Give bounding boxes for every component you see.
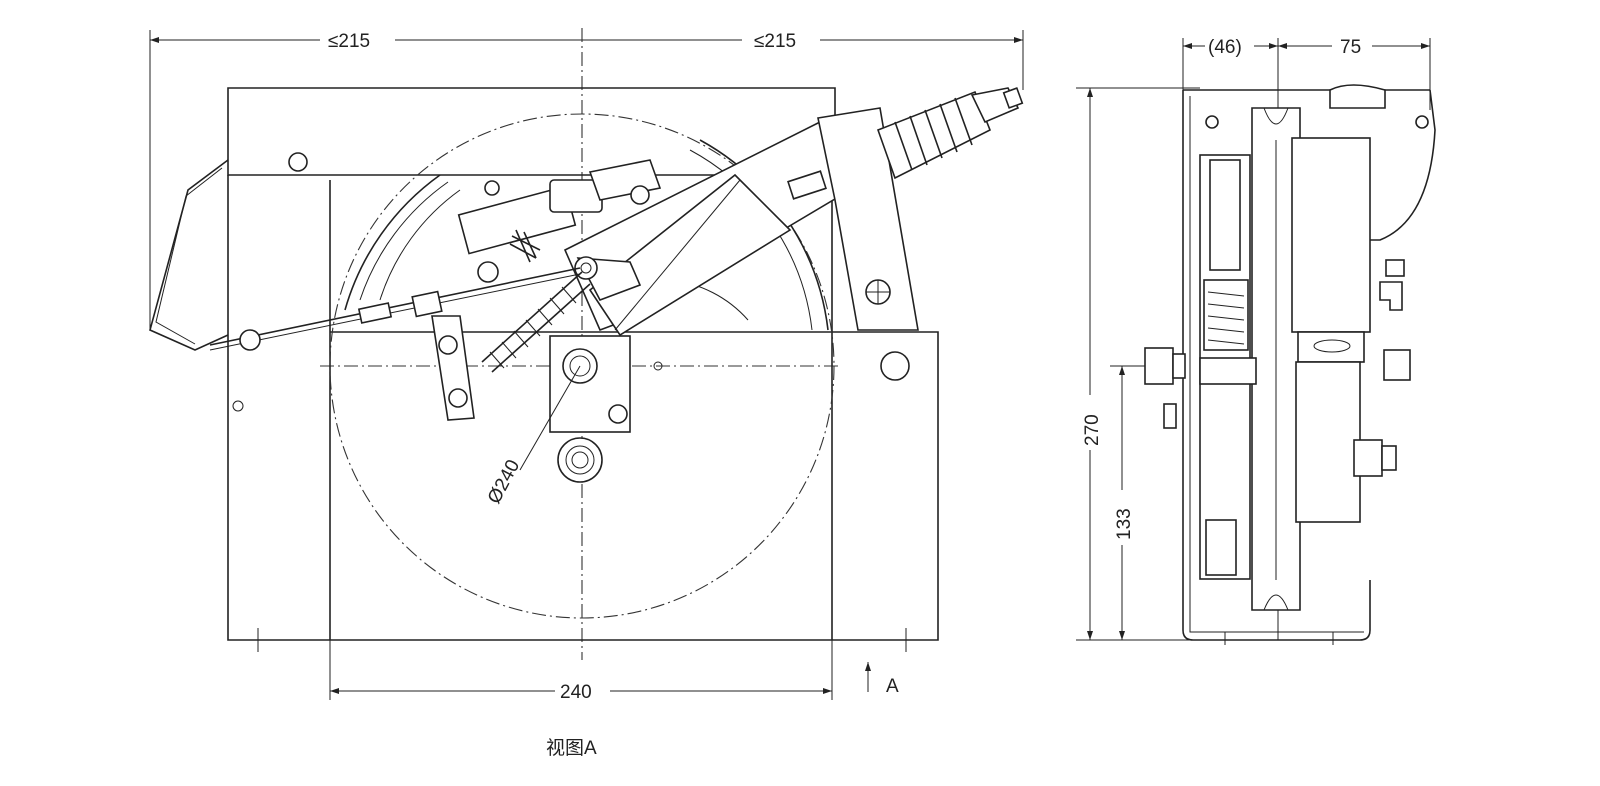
dim-left-215: ≤215 <box>328 31 370 52</box>
front-view: Ø240 <box>149 28 1024 700</box>
spring-top-right <box>876 87 1024 180</box>
side-spring <box>1203 279 1249 351</box>
dim-side-133: 133 <box>1114 508 1135 540</box>
dim-side-75: 75 <box>1340 37 1361 58</box>
dim-right-215: ≤215 <box>754 31 796 52</box>
left-cover <box>149 159 229 351</box>
bolt-upper-left <box>288 152 308 172</box>
spring-cap <box>1329 84 1386 109</box>
wire-rope <box>209 267 581 346</box>
view-caption: 视图A <box>546 737 597 759</box>
dim-side-270: 270 <box>1082 414 1103 446</box>
wheel-rim-arc <box>344 174 441 311</box>
sheave-circle-240 <box>329 113 835 619</box>
dim-bottom-240: 240 <box>560 682 592 703</box>
spring-diagonal <box>481 271 591 373</box>
diameter-leader <box>519 365 581 471</box>
dim-diameter: Ø240 <box>484 456 524 507</box>
bolt-right-base <box>880 351 910 381</box>
spring-small <box>509 229 541 263</box>
dimension-bottom <box>329 640 833 700</box>
right-bracket <box>817 107 919 331</box>
side-bolt-right <box>1353 439 1383 477</box>
side-block <box>1291 137 1371 333</box>
view-arrow-label: A <box>886 676 899 697</box>
side-bolt-left <box>1144 347 1174 385</box>
side-frame <box>1182 90 1371 641</box>
lower-bolt <box>557 437 603 483</box>
dimension-top <box>149 30 1024 330</box>
dimension-side-left <box>1076 87 1200 641</box>
dim-side-46: (46) <box>1208 37 1242 58</box>
trigger-mechanism <box>457 159 662 301</box>
side-view <box>1076 38 1436 645</box>
